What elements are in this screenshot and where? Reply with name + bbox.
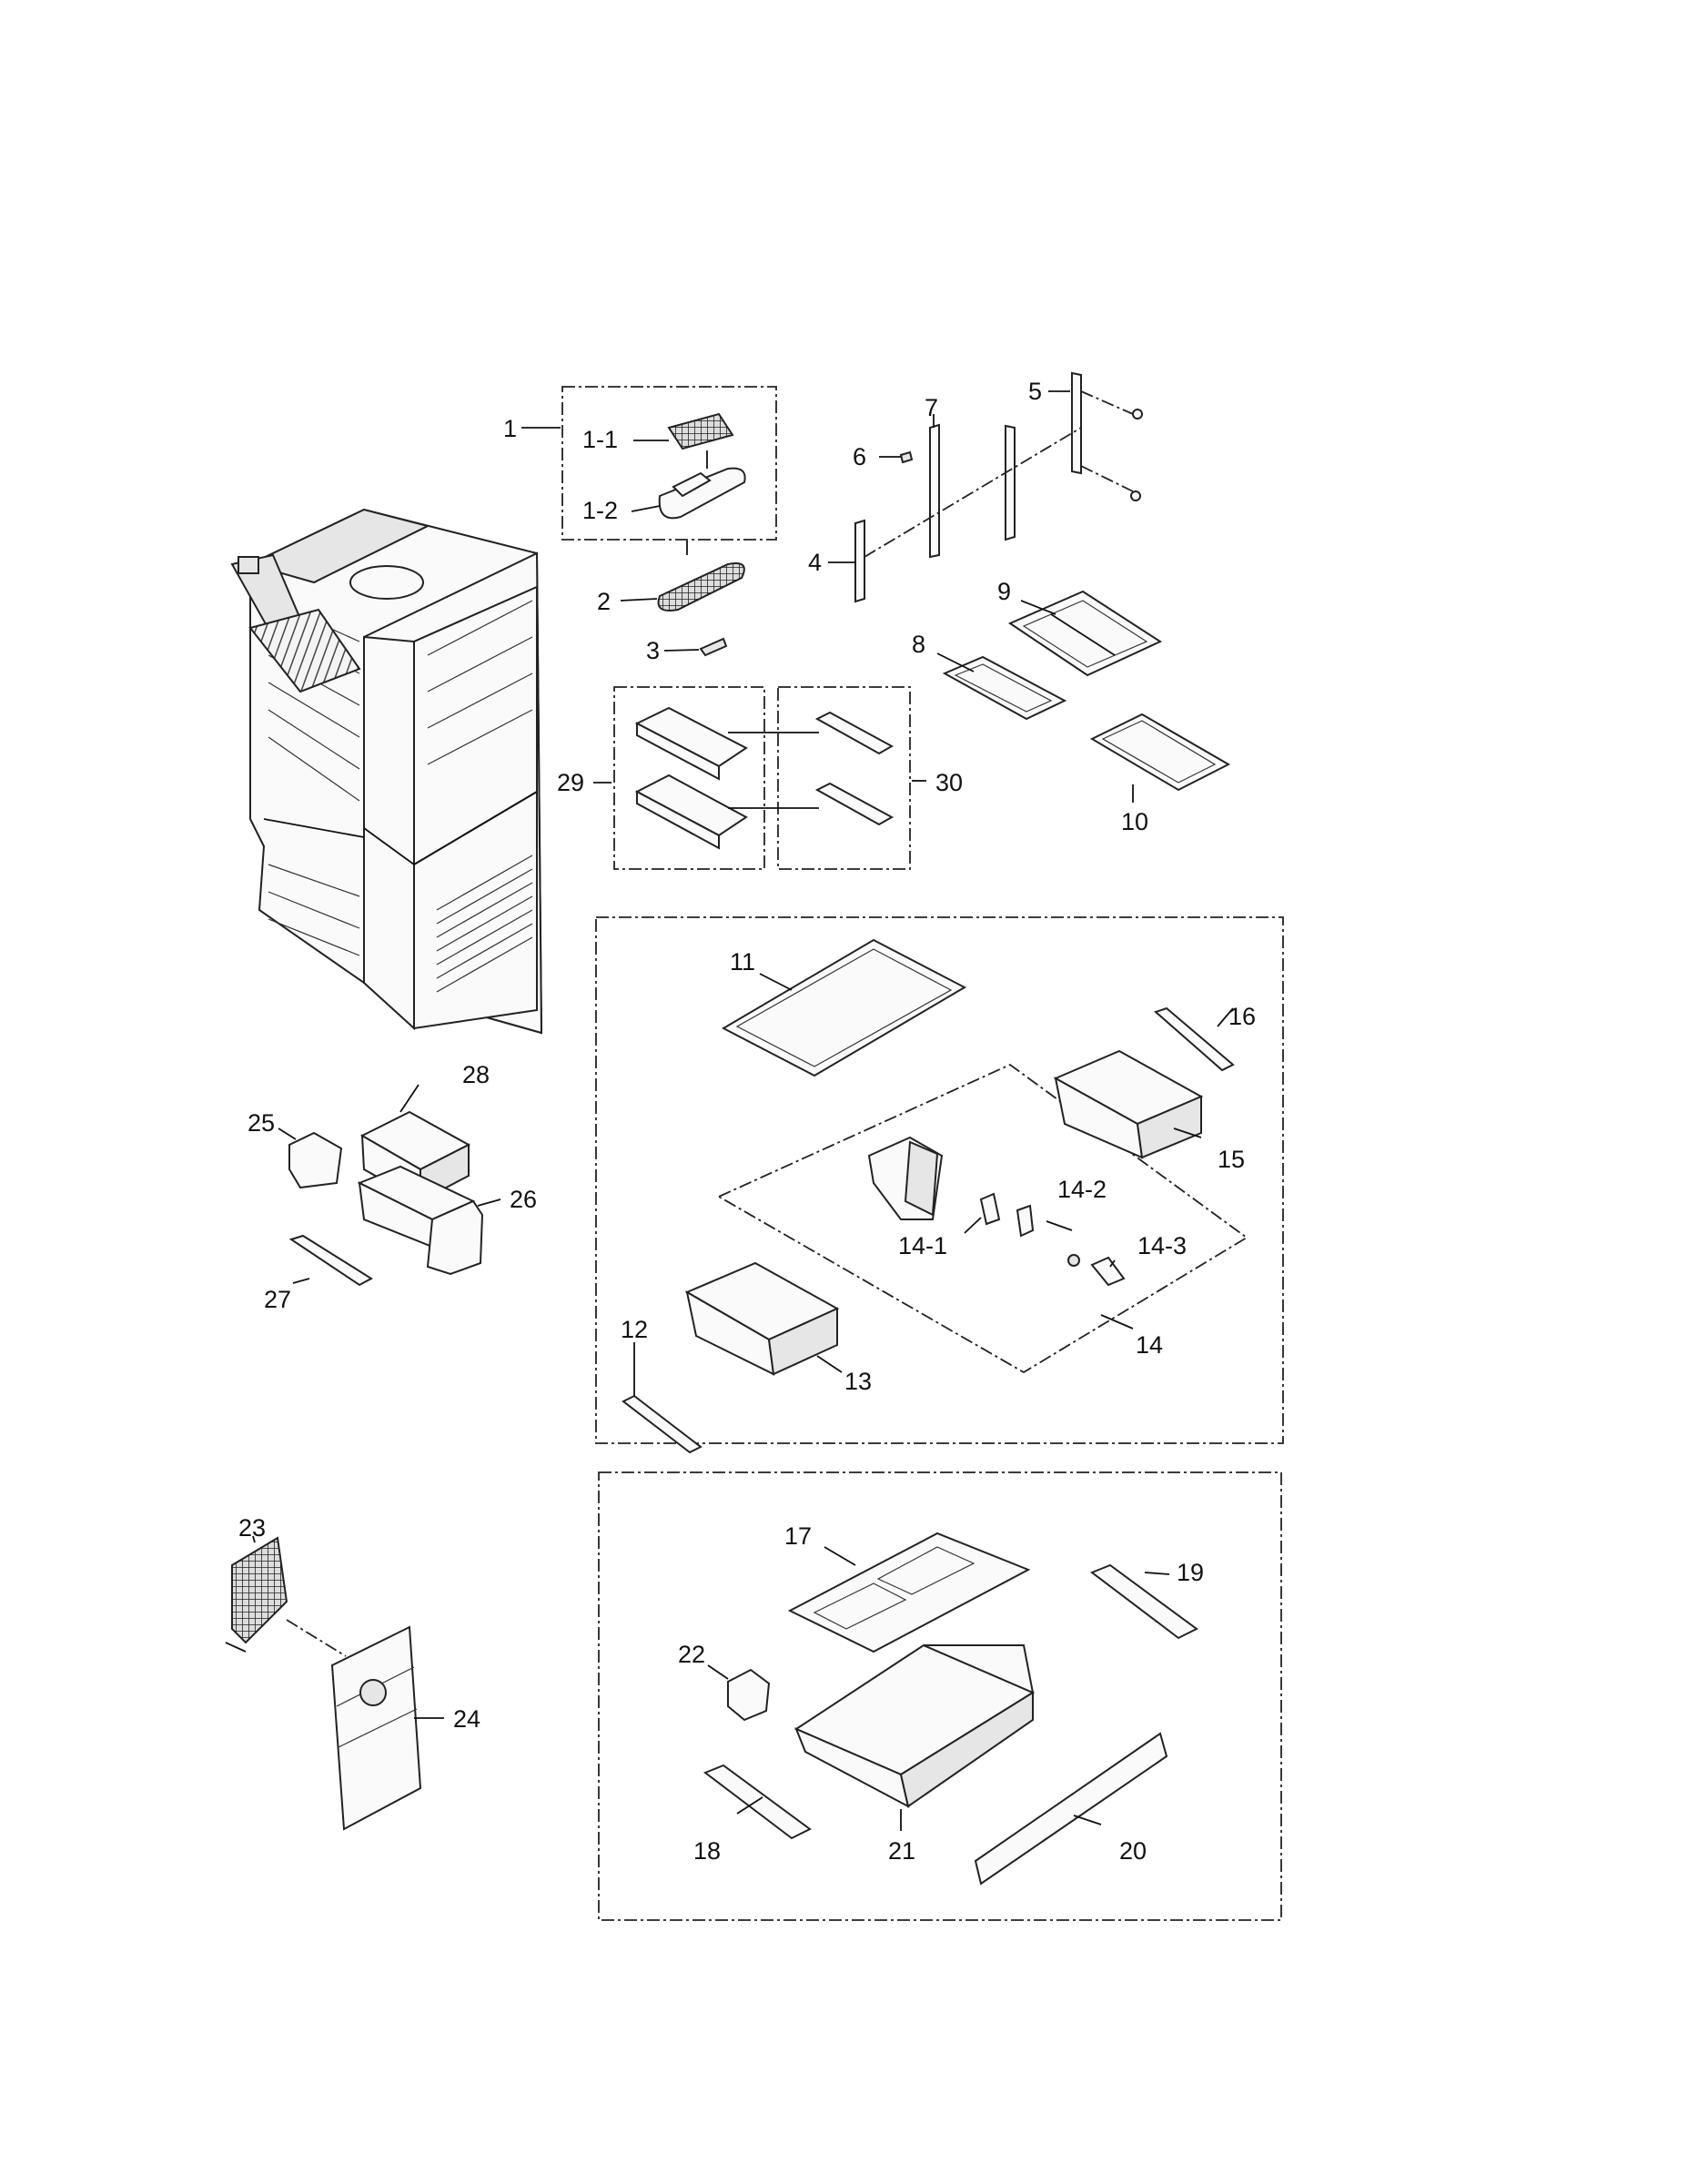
- callout-19: 19: [1177, 1559, 1204, 1586]
- callout-7: 7: [925, 394, 938, 421]
- callout-26: 26: [510, 1186, 537, 1213]
- callout-20: 20: [1119, 1837, 1147, 1865]
- callout-14: 14: [1136, 1331, 1163, 1359]
- callout-12: 12: [621, 1316, 648, 1343]
- part-14-3-sensor: [1067, 1254, 1126, 1287]
- part-14-1-control-bracket: [867, 1136, 944, 1220]
- part-17-freezer-cover: [787, 1532, 1031, 1653]
- callout-8: 8: [912, 631, 925, 658]
- refrigerator-cabinet: [230, 508, 543, 1035]
- screw-icon: [1132, 409, 1143, 420]
- group-30-box: [777, 686, 911, 870]
- callout-10: 10: [1121, 808, 1148, 835]
- part-1-1-filter-cover: [667, 412, 734, 450]
- part-22-fan-motor: [727, 1668, 771, 1722]
- callout-6: 6: [853, 443, 866, 470]
- part-11-crisper-cover: [721, 938, 967, 1077]
- callout-14-3: 14-3: [1137, 1232, 1187, 1259]
- callout-14-1: 14-1: [898, 1232, 947, 1259]
- part-16-rail: [1154, 1006, 1235, 1072]
- part-21-freezer-drawer: [793, 1643, 1036, 1808]
- part-1-2-filter-housing: [658, 467, 746, 520]
- crisper-assembly-outline: [717, 1063, 1248, 1374]
- callout-5: 5: [1028, 378, 1042, 405]
- part-25-auger-motor: [288, 1131, 343, 1189]
- callout-16: 16: [1228, 1003, 1256, 1030]
- part-6-screw: [899, 450, 914, 464]
- callout-24: 24: [453, 1705, 480, 1733]
- part-27-panel: [288, 1234, 373, 1287]
- callout-2: 2: [597, 588, 611, 615]
- part-20-drawer-front-panel: [974, 1732, 1168, 1886]
- callout-4: 4: [808, 549, 822, 576]
- screw-icon: [1130, 490, 1141, 501]
- callout-30: 30: [935, 769, 963, 796]
- part-7-shelf-rail: [929, 423, 940, 559]
- callout-13: 13: [844, 1368, 872, 1395]
- part-10-glass-shelf: [1089, 713, 1231, 792]
- callout-18: 18: [693, 1837, 721, 1865]
- part-13-crisper-drawer-left: [684, 1261, 840, 1376]
- callout-11: 11: [730, 948, 755, 976]
- callout-25: 25: [248, 1109, 275, 1137]
- callout-23: 23: [238, 1514, 266, 1542]
- part-2-filter-grille: [657, 562, 745, 612]
- callout-3: 3: [646, 637, 660, 664]
- part-14-2-damper: [979, 1192, 1035, 1238]
- callout-29: 29: [557, 769, 584, 796]
- group-29-box: [613, 686, 765, 870]
- callout-1-1: 1-1: [582, 426, 618, 453]
- callout-28: 28: [462, 1061, 490, 1088]
- callout-17: 17: [784, 1522, 812, 1550]
- crisper-group-box: [595, 916, 1284, 1444]
- callout-1-2: 1-2: [582, 497, 618, 524]
- part-3-clip: [699, 637, 728, 657]
- part-rail-right: [1005, 424, 1016, 541]
- part-30-bin-guides: [814, 711, 895, 826]
- part-9-glass-shelf: [1007, 590, 1163, 677]
- callout-1: 1: [503, 415, 517, 442]
- group-1-box: [561, 386, 777, 541]
- callout-15: 15: [1218, 1146, 1245, 1173]
- callout-14-2: 14-2: [1057, 1176, 1107, 1203]
- part-18-rail: [702, 1764, 812, 1840]
- callout-21: 21: [888, 1837, 915, 1865]
- part-5-shelf-rail: [1071, 371, 1082, 475]
- part-8-small-shelf: [942, 655, 1067, 721]
- callout-9: 9: [997, 578, 1011, 605]
- part-23-fan-grille: [225, 1536, 288, 1653]
- part-15-crisper-drawer-right: [1053, 1049, 1204, 1159]
- part-12-rail: [622, 1394, 702, 1454]
- part-29-door-bins: [634, 706, 748, 850]
- callout-27: 27: [264, 1286, 291, 1313]
- leader-lines: [252, 390, 1234, 1831]
- callout-labels: 1 1-1 1-2 2 3 4 5 6 7 8 9 10 11 12 13 14…: [238, 378, 1256, 1865]
- part-26-ice-bucket: [357, 1165, 484, 1276]
- freezer-group-box: [598, 1471, 1282, 1921]
- part-19-rail: [1089, 1563, 1198, 1640]
- part-4-shelf-rail: [854, 519, 865, 603]
- part-24-evaporator-cover: [330, 1625, 422, 1831]
- callout-22: 22: [678, 1641, 705, 1668]
